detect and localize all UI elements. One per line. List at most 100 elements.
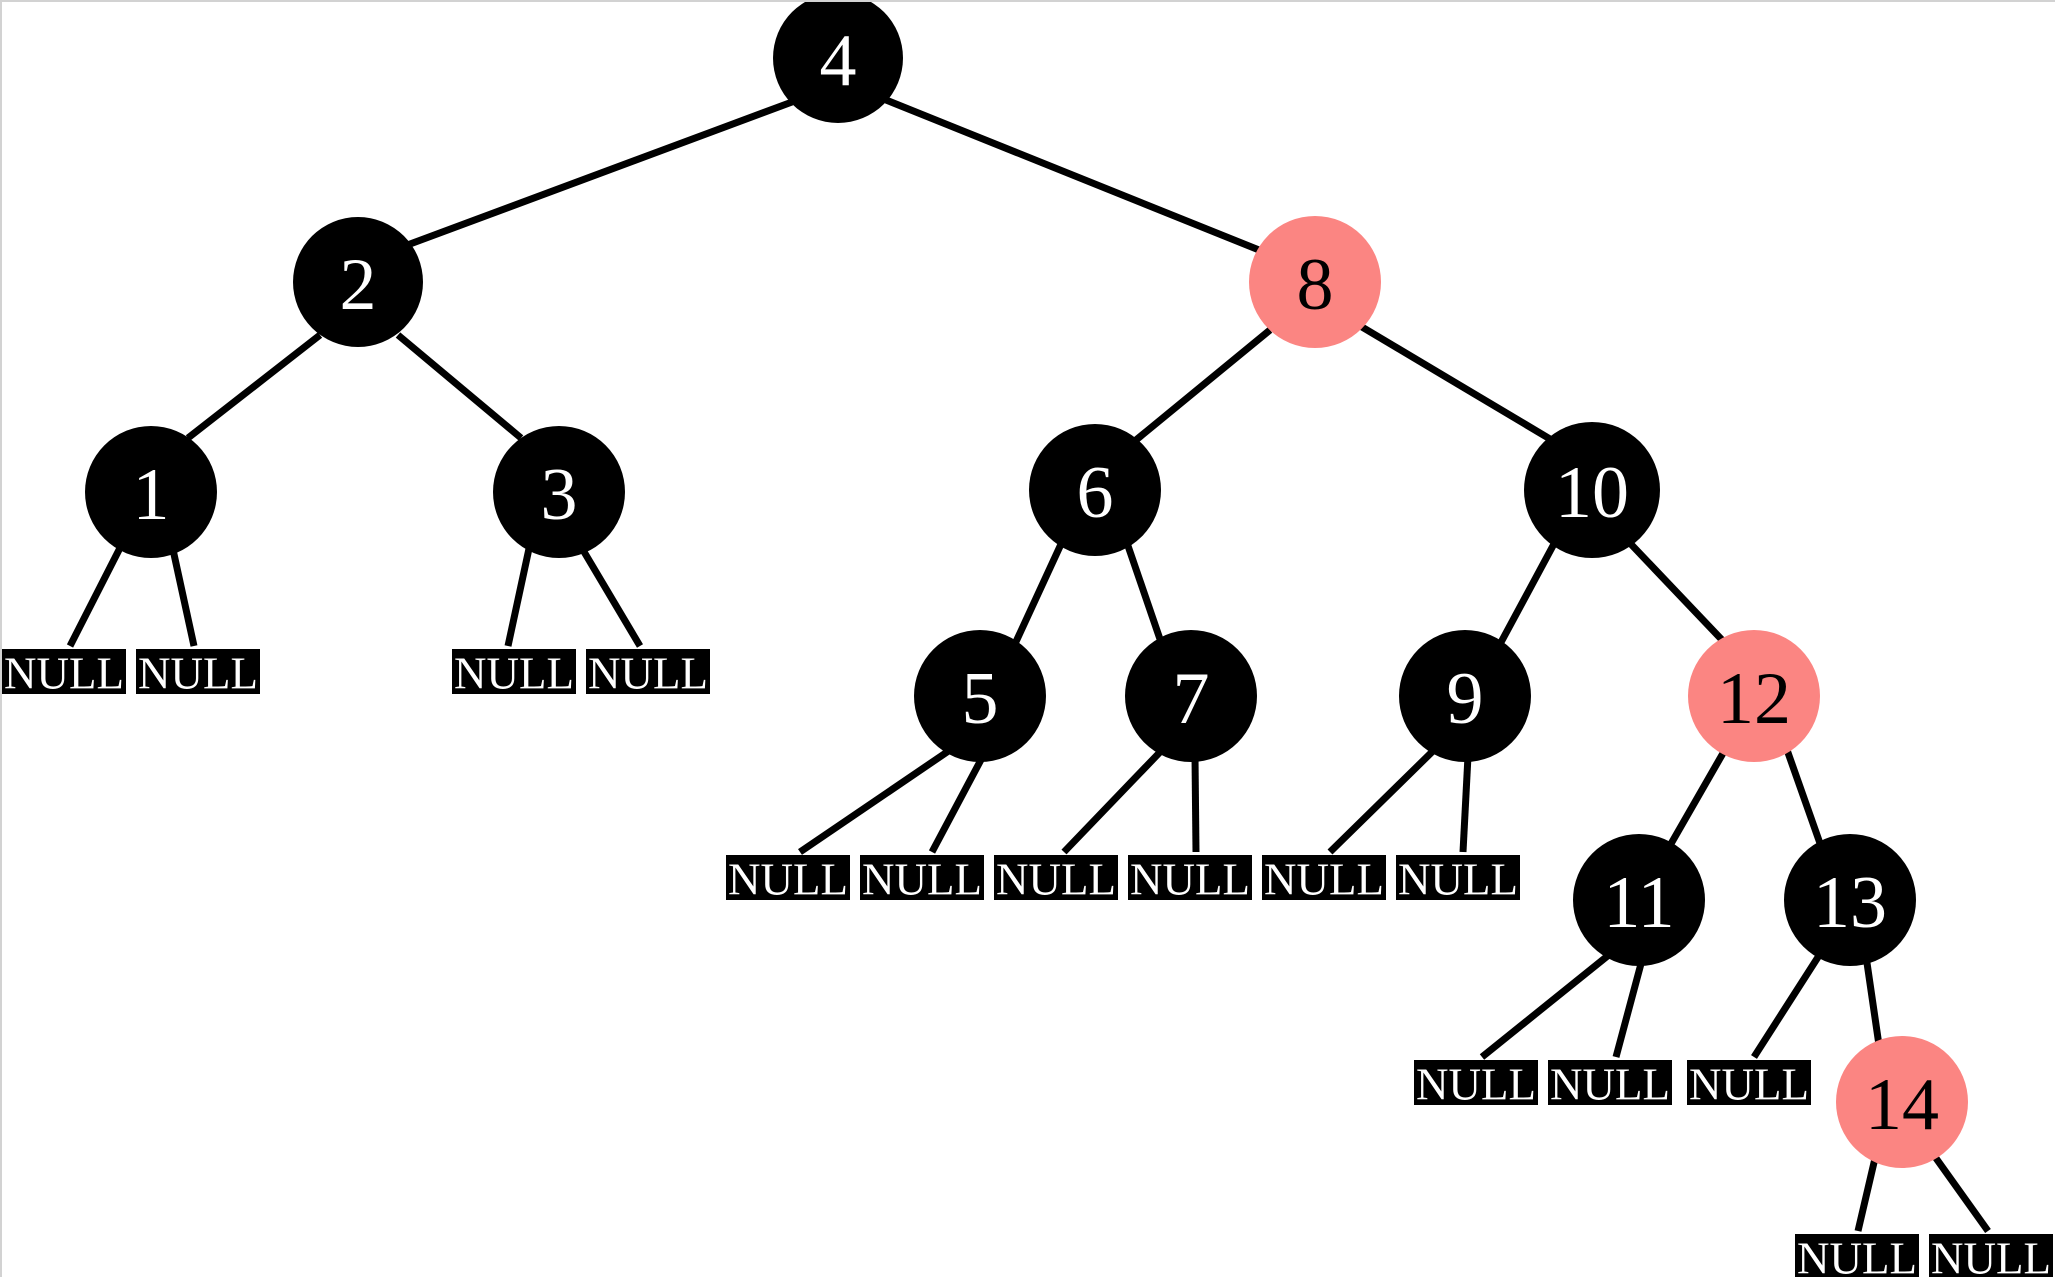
node-label: 3 [541,454,578,536]
tree-edge [1191,755,1200,853]
node-circle[interactable] [1029,424,1161,556]
tree-node-4[interactable]: 4 [773,2,903,123]
null-leaf-box [860,855,984,900]
node-label: 4 [820,20,857,102]
null-leaf-box [1414,1060,1538,1105]
null-leaf-label: NULL [1797,1234,1917,1277]
null-leaf: NULL [452,649,576,699]
null-leaf-box [994,855,1118,900]
node-label: 8 [1297,244,1334,326]
node-label: 14 [1865,1064,1939,1146]
node-circle[interactable] [1524,422,1660,558]
null-leaf-box [136,649,260,694]
null-leaf-box [452,649,576,694]
tree-edge [1930,1151,1991,1234]
null-leaf-box [586,649,710,694]
tree-edge [66,542,126,648]
tree-node-6[interactable]: 6 [1029,424,1161,556]
tree-node-13[interactable]: 13 [1784,834,1916,966]
tree-edge [1495,540,1559,648]
null-leaf-label: NULL [138,649,258,699]
tree-node-3[interactable]: 3 [493,426,625,558]
node-label: 11 [1603,862,1674,944]
tree-edge [504,543,534,647]
null-leaf-label: NULL [588,649,708,699]
tree-node-14[interactable]: 14 [1836,1036,1968,1168]
tree-node-5[interactable]: 5 [914,630,1046,762]
null-leaf: NULL [1396,855,1520,905]
node-circle[interactable] [1688,630,1820,762]
null-leaf-box [726,855,850,900]
null-leaf: NULL [2,649,126,699]
tree-edge [1479,951,1613,1060]
null-leaf: NULL [136,649,260,699]
null-leaf-label: NULL [1398,855,1518,905]
edges-layer [66,96,1991,1234]
null-leaf-label: NULL [1931,1234,2051,1277]
tree-node-10[interactable]: 10 [1524,422,1660,558]
null-leaf-label: NULL [862,855,982,905]
tree-node-8[interactable]: 8 [1249,216,1381,348]
tree-edge [1664,746,1730,851]
node-label: 13 [1813,862,1887,944]
tree-edge [1624,537,1727,645]
node-circle[interactable] [1784,834,1916,966]
null-leaf: NULL [1929,1234,2053,1277]
tree-edge [1360,323,1552,443]
null-leaf: NULL [726,855,850,905]
node-circle[interactable] [1125,630,1257,762]
node-circle[interactable] [85,426,217,558]
node-circle[interactable] [1399,630,1531,762]
null-leaf-box [1929,1234,2053,1277]
tree-edge [1862,955,1884,1053]
node-circle[interactable] [914,630,1046,762]
tree-edge [1133,327,1273,443]
tree-edge [884,96,1266,256]
node-circle[interactable] [773,2,903,123]
null-leaf-box [1687,1060,1811,1105]
null-leaf-label: NULL [728,855,848,905]
tree-edge [395,332,524,441]
tree-node-7[interactable]: 7 [1125,630,1257,762]
null-leaf: NULL [1128,855,1252,905]
tree-edge [928,754,987,854]
tree-edge [1854,1153,1880,1232]
tree-node-1[interactable]: 1 [85,426,217,558]
null-leaf-label: NULL [454,649,574,699]
null-leaf: NULL [1548,1060,1672,1110]
tree-edge [168,544,198,647]
node-label: 1 [133,454,170,536]
null-leaf-label: NULL [1689,1060,1809,1110]
tree-edge [1612,959,1646,1058]
tree-node-12[interactable]: 12 [1688,630,1820,762]
null-leaf: NULL [1687,1060,1811,1110]
tree-edge [1010,540,1066,648]
node-label: 10 [1555,452,1629,534]
tree-node-9[interactable]: 9 [1399,630,1531,762]
null-leaf-label: NULL [1264,855,1384,905]
node-circle[interactable] [493,426,625,558]
tree-edge [576,543,644,648]
node-circle[interactable] [1249,216,1381,348]
node-circle[interactable] [1836,1036,1968,1168]
node-label: 7 [1173,658,1210,740]
node-label: 12 [1717,658,1791,740]
null-leaf: NULL [586,649,710,699]
null-leaf: NULL [1414,1060,1538,1110]
null-leaf-label: NULL [4,649,124,699]
null-leaf-box [1396,855,1520,900]
tree-node-11[interactable]: 11 [1573,834,1705,966]
null-leaf-box [1795,1234,1919,1277]
node-label: 5 [962,658,999,740]
node-circle[interactable] [293,217,423,347]
tree-edge [400,98,794,251]
tree-node-2[interactable]: 2 [293,217,423,347]
node-circle[interactable] [1573,834,1705,966]
null-leaf: NULL [994,855,1118,905]
node-label: 6 [1077,452,1114,534]
null-leaf: NULL [1795,1234,1919,1277]
